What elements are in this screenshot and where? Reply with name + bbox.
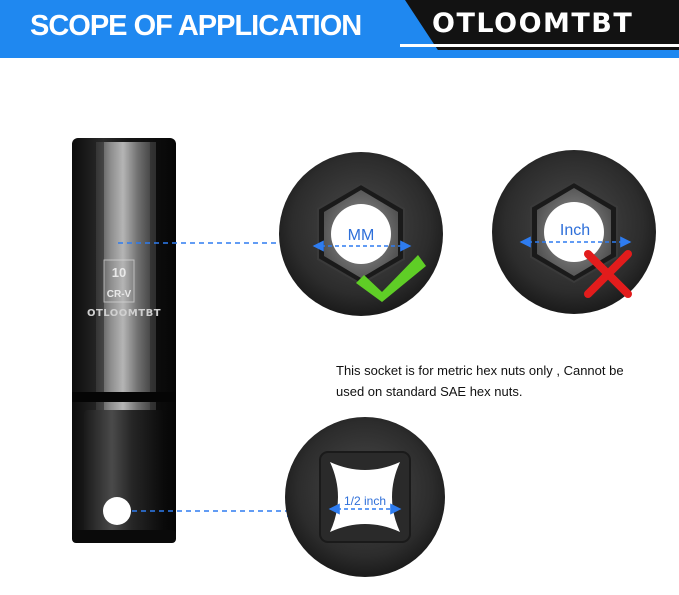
page-title: SCOPE OF APPLICATION (30, 10, 362, 42)
brand-logo: OTLOOMTBT (432, 8, 634, 39)
cross-icon (584, 250, 632, 298)
drive-label: 1/2 inch (344, 494, 386, 508)
socket-transparent-section (96, 142, 156, 410)
metric-nut-disk: MM (279, 152, 443, 316)
check-icon (356, 255, 426, 302)
inch-nut-disk: Inch (492, 150, 656, 314)
brand-underline (400, 44, 679, 47)
brand-panel (405, 0, 679, 50)
socket-brand-mark: OTLOOMTBT (87, 308, 161, 319)
detent-hole (103, 497, 131, 525)
inch-label: Inch (560, 222, 590, 239)
deep-socket: 10 CR-V OTLOOMTBT (72, 138, 176, 543)
compatibility-note: This socket is for metric hex nuts only … (336, 363, 624, 399)
metric-label: MM (348, 227, 375, 244)
socket-size-mark: 10 (112, 265, 126, 280)
socket-material-mark: CR-V (107, 289, 132, 300)
drive-square-disk: 1/2 inch (285, 417, 445, 577)
